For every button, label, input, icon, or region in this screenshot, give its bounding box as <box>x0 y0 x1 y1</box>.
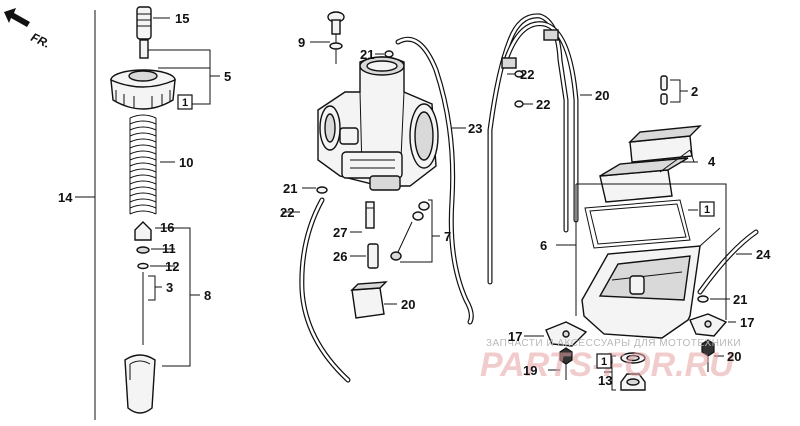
clip-22-top <box>507 70 524 78</box>
boxed-ref-1-float <box>699 201 715 217</box>
watermark-tagline: ЗАПЧАСТИ И АКСЕССУАРЫ ДЛЯ МОТОТЕХНИКИ <box>486 338 741 349</box>
boxed-ref-1-float-text: 1 <box>704 204 710 216</box>
callout-14: 14 <box>58 190 73 205</box>
callout-5: 5 <box>224 69 231 84</box>
callout-16: 16 <box>160 220 174 235</box>
hose-19 <box>487 13 592 285</box>
hose-23 <box>697 229 759 295</box>
callout-13: 13 <box>598 373 612 388</box>
callout-19: 20 <box>595 88 609 103</box>
callout-21-left: 21 <box>283 181 297 196</box>
callout-25: 23 <box>468 121 482 136</box>
callout-3: 3 <box>166 280 173 295</box>
callout-22-bottom: 22 <box>536 97 550 112</box>
callout-15: 15 <box>175 11 189 26</box>
callout-12: 12 <box>165 259 179 274</box>
callout-10: 10 <box>179 155 193 170</box>
callout-26: 26 <box>333 249 347 264</box>
callout-4: 4 <box>708 154 716 169</box>
throttle-valve-assembly <box>75 6 220 420</box>
callout-11: 11 <box>162 241 176 256</box>
callout-23: 24 <box>756 247 771 262</box>
carburetor-body <box>302 11 440 319</box>
callout-7: 7 <box>444 229 451 244</box>
clip-22-bottom <box>514 100 533 108</box>
callout-17-right: 17 <box>740 315 754 330</box>
callout-21-top: 21 <box>360 47 374 62</box>
callout-6: 6 <box>540 238 547 253</box>
spring-drawing <box>129 114 157 215</box>
float-assembly <box>524 125 736 391</box>
callout-18: 20 <box>401 297 415 312</box>
callout-27: 27 <box>333 225 347 240</box>
direction-arrow-icon <box>4 8 30 27</box>
hose-24 <box>282 197 351 383</box>
callout-20-right: 20 <box>727 349 741 364</box>
hose-25 <box>395 36 474 325</box>
boxed-ref-1-drain-text: 1 <box>601 356 607 368</box>
callout-24: 22 <box>280 205 294 220</box>
pin-2 <box>660 75 688 105</box>
callout-21-right: 21 <box>733 292 747 307</box>
callout-9: 9 <box>298 35 305 50</box>
direction-label: FR. <box>29 30 52 51</box>
callout-17-left: 17 <box>508 329 522 344</box>
boxed-ref-1-cap <box>177 94 193 110</box>
callout-8: 8 <box>204 288 211 303</box>
boxed-ref-1-drain <box>596 353 612 369</box>
callout-22-top: 22 <box>520 67 534 82</box>
boxed-ref-1-cap-text: 1 <box>182 97 188 109</box>
callout-20-left: 19 <box>523 363 537 378</box>
callout-2: 2 <box>691 84 698 99</box>
